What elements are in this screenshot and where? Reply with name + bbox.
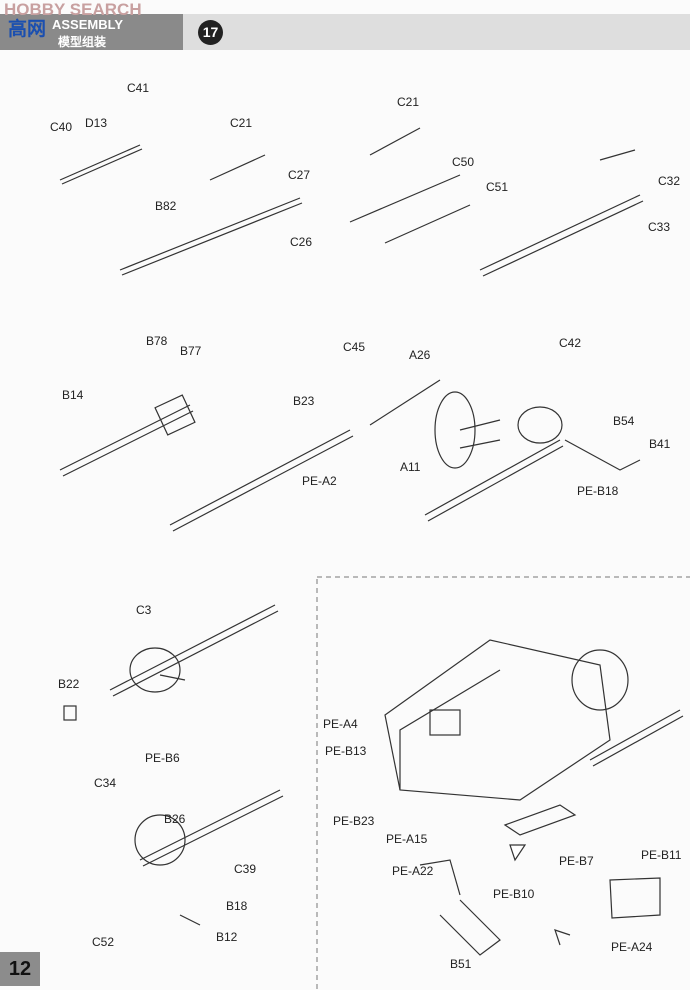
part-label: C40 — [50, 120, 73, 134]
part-label: B12 — [216, 930, 238, 944]
section-title: ASSEMBLY — [52, 17, 124, 32]
part-label: B23 — [293, 394, 315, 408]
part-label: B77 — [180, 344, 202, 358]
part-label: PE-B11 — [641, 848, 682, 862]
part-label: C34 — [94, 776, 117, 790]
part-label: B22 — [58, 677, 80, 691]
detail-box — [316, 576, 690, 990]
part-label: PE-B13 — [325, 744, 367, 758]
part-label: C45 — [343, 340, 366, 354]
part-label: A11 — [400, 460, 421, 474]
part-label: C27 — [288, 168, 311, 182]
part-label: C41 — [127, 81, 150, 95]
part-label: PE-A22 — [392, 864, 434, 878]
part-label: PE-A24 — [611, 940, 653, 954]
part-label: D13 — [85, 116, 108, 130]
part-label: A26 — [409, 348, 431, 362]
part-label: PE-A2 — [302, 474, 337, 488]
part-label: C52 — [92, 935, 115, 949]
part-label: PE-A15 — [386, 832, 428, 846]
barrel-parts-row2 — [59, 379, 641, 532]
part-label: PE-B7 — [559, 854, 594, 868]
barrel-parts-row1 — [59, 127, 644, 277]
section-header — [0, 14, 183, 50]
section-title-cn: 模型组装 — [58, 35, 107, 49]
watermark: HOBBY SEARCH — [4, 0, 142, 19]
part-label: B78 — [146, 334, 168, 348]
part-label: C39 — [234, 862, 257, 876]
page-number: 12 — [0, 952, 40, 986]
part-label: B51 — [450, 957, 472, 971]
part-label: PE-A4 — [323, 717, 358, 731]
step-number: 17 — [198, 20, 223, 45]
site-logo: 高网 — [8, 19, 47, 40]
part-label: C26 — [290, 235, 313, 249]
part-label: C50 — [452, 155, 475, 169]
step-header — [183, 14, 690, 50]
part-label: C42 — [559, 336, 582, 350]
part-label: B18 — [226, 899, 248, 913]
part-label: B26 — [164, 812, 186, 826]
part-label: C21 — [230, 116, 253, 130]
part-label: C51 — [486, 180, 509, 194]
part-label: B82 — [155, 199, 177, 213]
part-label: PE-B23 — [333, 814, 375, 828]
hull-assembly — [384, 639, 684, 956]
turret-assembly-row3 — [63, 604, 284, 926]
part-label: PE-B6 — [145, 751, 180, 765]
part-label: C3 — [136, 603, 152, 617]
part-label: C21 — [397, 95, 420, 109]
part-label: B14 — [62, 388, 84, 402]
part-label: PE-B18 — [577, 484, 619, 498]
part-label: PE-B10 — [493, 887, 535, 901]
part-label: B41 — [649, 437, 671, 451]
part-label: B54 — [613, 414, 635, 428]
part-label: C32 — [658, 174, 681, 188]
part-label: C33 — [648, 220, 671, 234]
